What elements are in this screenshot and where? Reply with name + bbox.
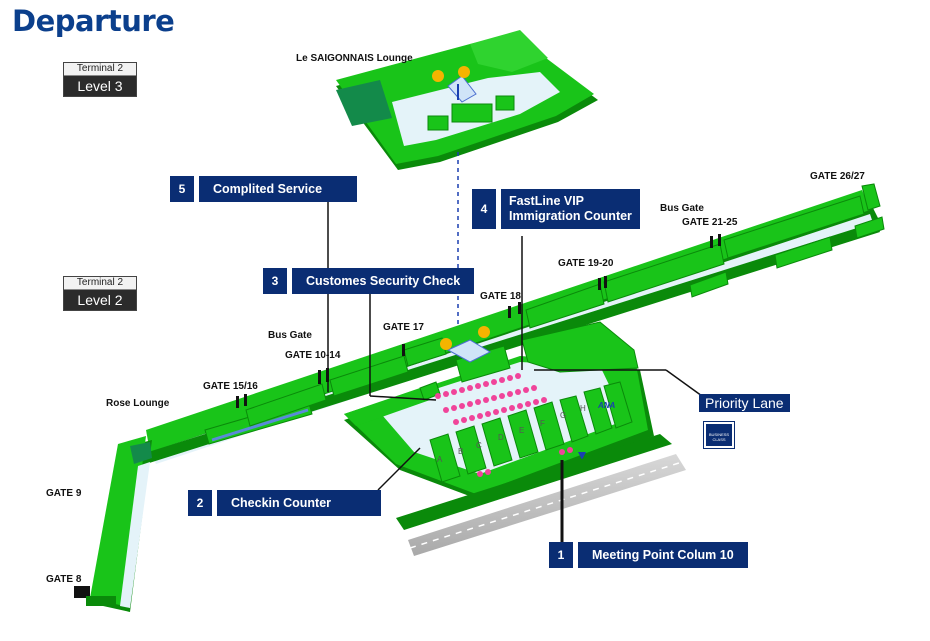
left-pier xyxy=(74,436,152,612)
level-3-badge: Terminal 2 Level 3 xyxy=(63,62,137,97)
gate-9-label: GATE 9 xyxy=(46,488,82,499)
counter-a: A xyxy=(437,455,443,464)
callout-number: 1 xyxy=(549,542,573,568)
level-2-badge: Terminal 2 Level 2 xyxy=(63,276,137,311)
callout-number: 4 xyxy=(472,189,496,229)
callout-meeting-point[interactable]: 1 Meeting Point Colum 10 xyxy=(549,542,748,568)
counter-h: H xyxy=(580,404,586,413)
level-3-floor xyxy=(336,30,598,170)
counter-c: C xyxy=(476,441,482,450)
callout-complited-service[interactable]: 5 Complited Service xyxy=(170,176,357,202)
priority-lane-label[interactable]: Priority Lane xyxy=(699,394,790,412)
ana-logo: ANA xyxy=(597,401,616,410)
page-title: Departure xyxy=(12,4,175,38)
callout-number: 5 xyxy=(170,176,194,202)
callout-label: FastLine VIP Immigration Counter xyxy=(501,189,640,229)
callout-number: 2 xyxy=(188,490,212,516)
gate-15-16-label: GATE 15/16 xyxy=(203,381,258,392)
callout-label: Meeting Point Colum 10 xyxy=(578,542,748,568)
lounge-saigonnais-label: Le SAIGONNAIS Lounge xyxy=(296,53,413,64)
callout-leaders xyxy=(327,201,703,542)
gate-segments xyxy=(236,183,881,427)
gate-21-25-label: GATE 21-25 xyxy=(682,217,738,228)
callout-label: Checkin Counter xyxy=(217,490,381,516)
counter-f: F xyxy=(540,419,545,428)
callout-label: Customes Security Check xyxy=(292,268,475,294)
gate-19-20-label: GATE 19-20 xyxy=(558,258,614,269)
level-label: Level 3 xyxy=(77,78,123,94)
callout-security-check[interactable]: 3 Customes Security Check xyxy=(263,268,475,294)
counter-letters: A B C D E F G H xyxy=(437,404,586,464)
counter-e: E xyxy=(519,426,524,435)
central-terminal: ANA xyxy=(344,321,654,500)
gate-18-label: GATE 18 xyxy=(480,291,521,302)
gate-10-14-label: GATE 10-14 xyxy=(285,350,341,361)
gate-8-label: GATE 8 xyxy=(46,574,82,585)
business-class-icon: BUSINESS CLASS xyxy=(703,421,735,449)
roads xyxy=(396,434,686,556)
lounge-rose-label: Rose Lounge xyxy=(106,398,170,409)
level-label: Level 2 xyxy=(77,292,123,308)
counter-d: D xyxy=(498,433,504,442)
gate-17-label: GATE 17 xyxy=(383,322,424,333)
counter-g: G xyxy=(560,411,566,420)
gate-26-27-label: GATE 26/27 xyxy=(810,171,865,182)
bus-gate-right-label: Bus Gate xyxy=(660,203,704,214)
callout-number: 3 xyxy=(263,268,287,294)
callout-fastline-vip[interactable]: 4 FastLine VIP Immigration Counter xyxy=(472,189,640,229)
terminal-label: Terminal 2 xyxy=(64,63,136,76)
callout-label: Complited Service xyxy=(199,176,357,202)
terminal-label: Terminal 2 xyxy=(64,277,136,290)
callout-checkin-counter[interactable]: 2 Checkin Counter xyxy=(188,490,381,516)
bus-gate-left-label: Bus Gate xyxy=(268,330,312,341)
counter-b: B xyxy=(458,447,463,456)
